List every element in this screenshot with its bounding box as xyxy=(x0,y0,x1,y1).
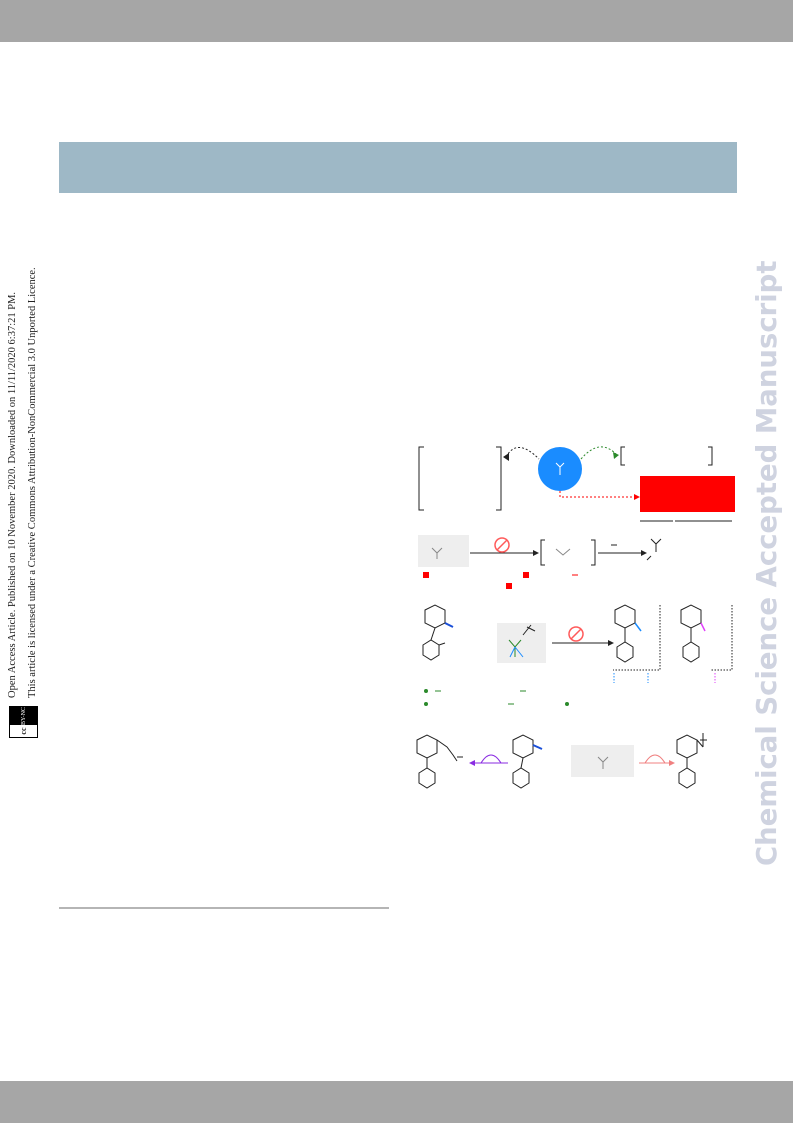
accepted-manuscript-watermark: Chemical Science Accepted Manuscript xyxy=(751,260,783,866)
blocked-icon xyxy=(494,537,510,553)
scheme-second-row xyxy=(418,535,662,589)
section-header-band xyxy=(59,142,737,193)
license-link[interactable]: This article is licensed under a Creativ… xyxy=(27,267,38,698)
open-access-notice: cc BY-NC Open Access Article. Published … xyxy=(7,213,47,738)
cc-license-badge[interactable]: cc BY-NC xyxy=(9,706,38,738)
scheme-third-row xyxy=(422,604,733,706)
by-nc-label: BY-NC xyxy=(10,707,37,725)
reaction-scheme xyxy=(416,446,735,789)
bottom-footer-bar xyxy=(0,1081,793,1123)
scheme-top-row xyxy=(418,446,735,522)
open-access-line: Open Access Article. Published on 10 Nov… xyxy=(7,291,18,698)
cc-logo: cc xyxy=(19,727,28,735)
highlight-box xyxy=(640,476,735,512)
scheme-bottom-row xyxy=(416,733,707,789)
top-header-bar xyxy=(0,0,793,42)
footnote-divider xyxy=(59,907,389,909)
